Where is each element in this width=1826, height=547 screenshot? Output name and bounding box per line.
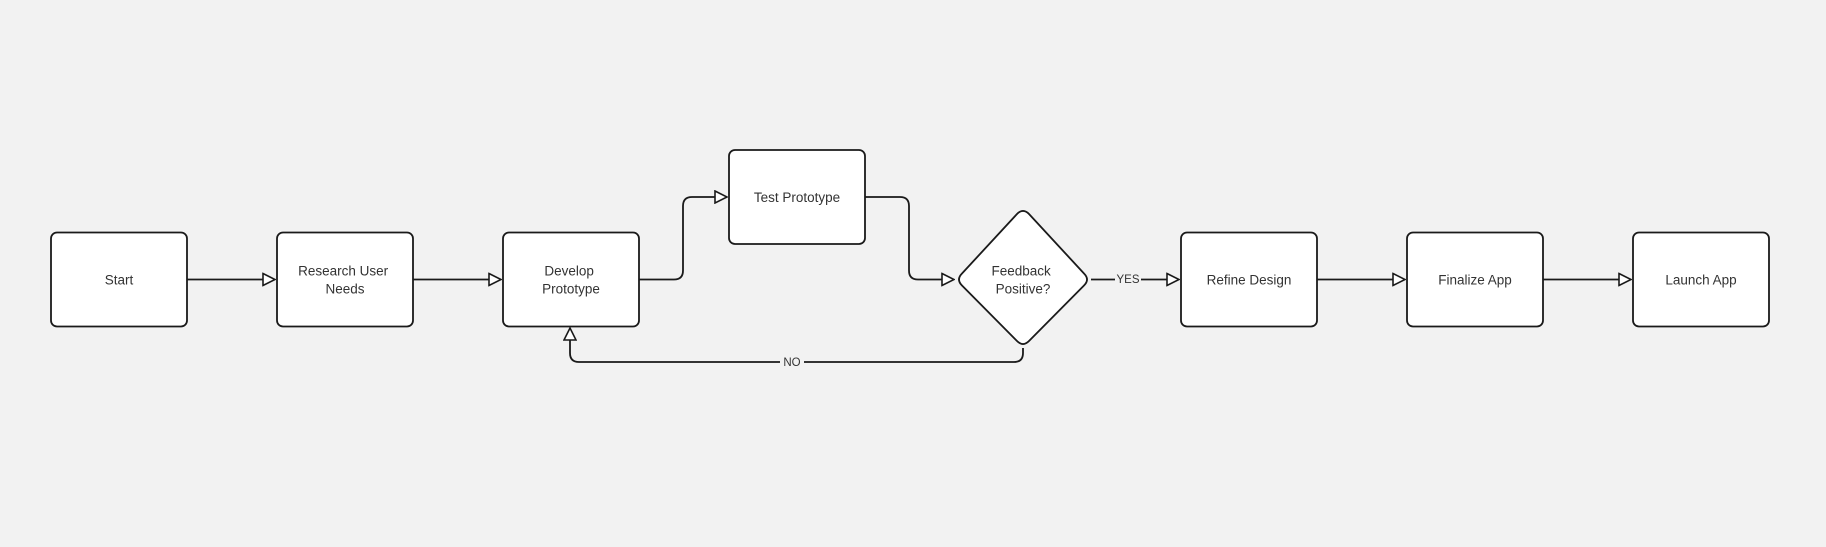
node-launch-app-shape	[1632, 231, 1770, 328]
node-finalize-app-label: Finalize App	[1438, 273, 1512, 288]
node-develop-prototype-label: Develop Prototype	[542, 264, 600, 297]
node-start-label: Start	[105, 273, 134, 288]
edge-label-no: NO	[783, 357, 800, 369]
node-research-user-needs-label-line-1: Research User	[298, 264, 389, 279]
node-test-prototype-label: Test Prototype	[754, 190, 840, 205]
nodes-layer: Start Research User Needs Develop Protot…	[50, 149, 1770, 345]
node-feedback-positive-shape	[958, 210, 1088, 345]
node-finalize-app-shape	[1406, 231, 1544, 328]
node-start-label-line-1: Start	[105, 273, 134, 288]
node-research-user-needs-shape	[276, 231, 414, 328]
node-start-shape	[50, 231, 188, 328]
node-develop-prototype-shape	[502, 231, 640, 328]
node-research-user-needs-label: Research User Needs	[298, 264, 392, 297]
edge-label-yes: YES	[1116, 274, 1139, 286]
edge-test-to-feedback[interactable]	[865, 196, 954, 280]
node-start[interactable]: Start	[50, 231, 188, 328]
node-finalize-app-label-line-1: Finalize App	[1438, 273, 1512, 288]
no-label-background	[780, 354, 804, 371]
node-launch-app-label-line-1: Launch App	[1665, 273, 1736, 288]
node-research-user-needs-label-line-2: Needs	[325, 282, 364, 297]
node-feedback-positive-label-line-2: Positive?	[996, 282, 1051, 297]
node-refine-design-shape	[1180, 231, 1318, 328]
node-feedback-positive-label: Feedback Positive?	[991, 264, 1054, 297]
node-refine-design[interactable]: Refine Design	[1180, 231, 1318, 328]
edge-labels-layer: YES NO	[780, 271, 1141, 371]
node-develop-prototype-label-line-2: Prototype	[542, 282, 600, 297]
node-feedback-positive-label-line-1: Feedback	[991, 264, 1051, 279]
yes-label-background	[1115, 271, 1141, 288]
node-develop-prototype-label-line-1: Develop	[544, 264, 594, 279]
node-finalize-app[interactable]: Finalize App	[1406, 231, 1544, 328]
node-feedback-positive-decision[interactable]: Feedback Positive?	[958, 210, 1088, 345]
edge-develop-to-test[interactable]	[639, 197, 727, 281]
node-launch-app-label: Launch App	[1665, 273, 1736, 288]
node-refine-design-label-line-1: Refine Design	[1207, 273, 1292, 288]
node-refine-design-label: Refine Design	[1207, 273, 1292, 288]
node-research-user-needs[interactable]: Research User Needs	[276, 231, 414, 328]
node-test-prototype-shape	[728, 149, 866, 245]
node-test-prototype[interactable]: Test Prototype	[728, 149, 866, 245]
node-develop-prototype[interactable]: Develop Prototype	[502, 231, 640, 328]
node-test-prototype-label-line-1: Test Prototype	[754, 190, 840, 205]
node-launch-app[interactable]: Launch App	[1632, 231, 1770, 328]
